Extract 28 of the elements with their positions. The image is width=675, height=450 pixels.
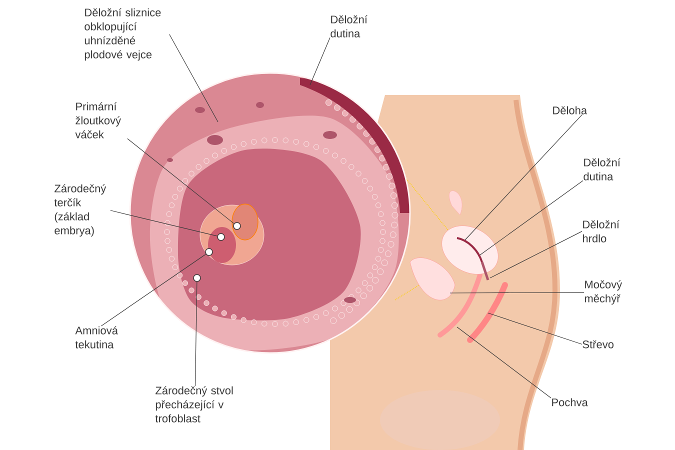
leader-line <box>488 312 582 345</box>
anatomy-label: Děloha <box>553 106 588 114</box>
leader-line <box>169 34 218 122</box>
leader-line <box>464 114 582 240</box>
leader-line <box>456 326 552 398</box>
anatomy-label: Děložní dutina <box>330 15 368 38</box>
leader-line <box>490 231 582 278</box>
anatomy-label: Zárodečný stvol přecházející v trofoblast <box>155 386 233 422</box>
marker-dot <box>193 274 201 282</box>
anatomy-label: Děložní hrdlo <box>582 220 620 242</box>
anatomy-label: Děložní dutina <box>584 158 620 180</box>
leader-line <box>194 282 198 386</box>
leader-line <box>127 138 234 224</box>
anatomy-label: Zárodečný terčík (základ embrya) <box>54 184 106 237</box>
leader-line <box>310 37 330 86</box>
marker-dot <box>233 222 241 230</box>
anatomy-label: Močový měchýř <box>584 280 622 305</box>
anatomy-label: Primární žloutkový váček <box>75 102 122 138</box>
leader-line <box>110 210 218 236</box>
anatomy-label: Pochva <box>552 398 588 406</box>
anatomy-label: Amniová tekutina <box>75 326 118 348</box>
marker-dot <box>217 233 225 241</box>
leader-line <box>450 292 584 294</box>
leader-line <box>100 254 206 326</box>
leader-line <box>480 180 584 256</box>
anatomy-label: Děložní sliznice obklopující uhnízděné plodové vejce <box>84 8 161 61</box>
anatomy-label: Střevo <box>582 340 614 348</box>
marker-dot <box>205 248 213 256</box>
